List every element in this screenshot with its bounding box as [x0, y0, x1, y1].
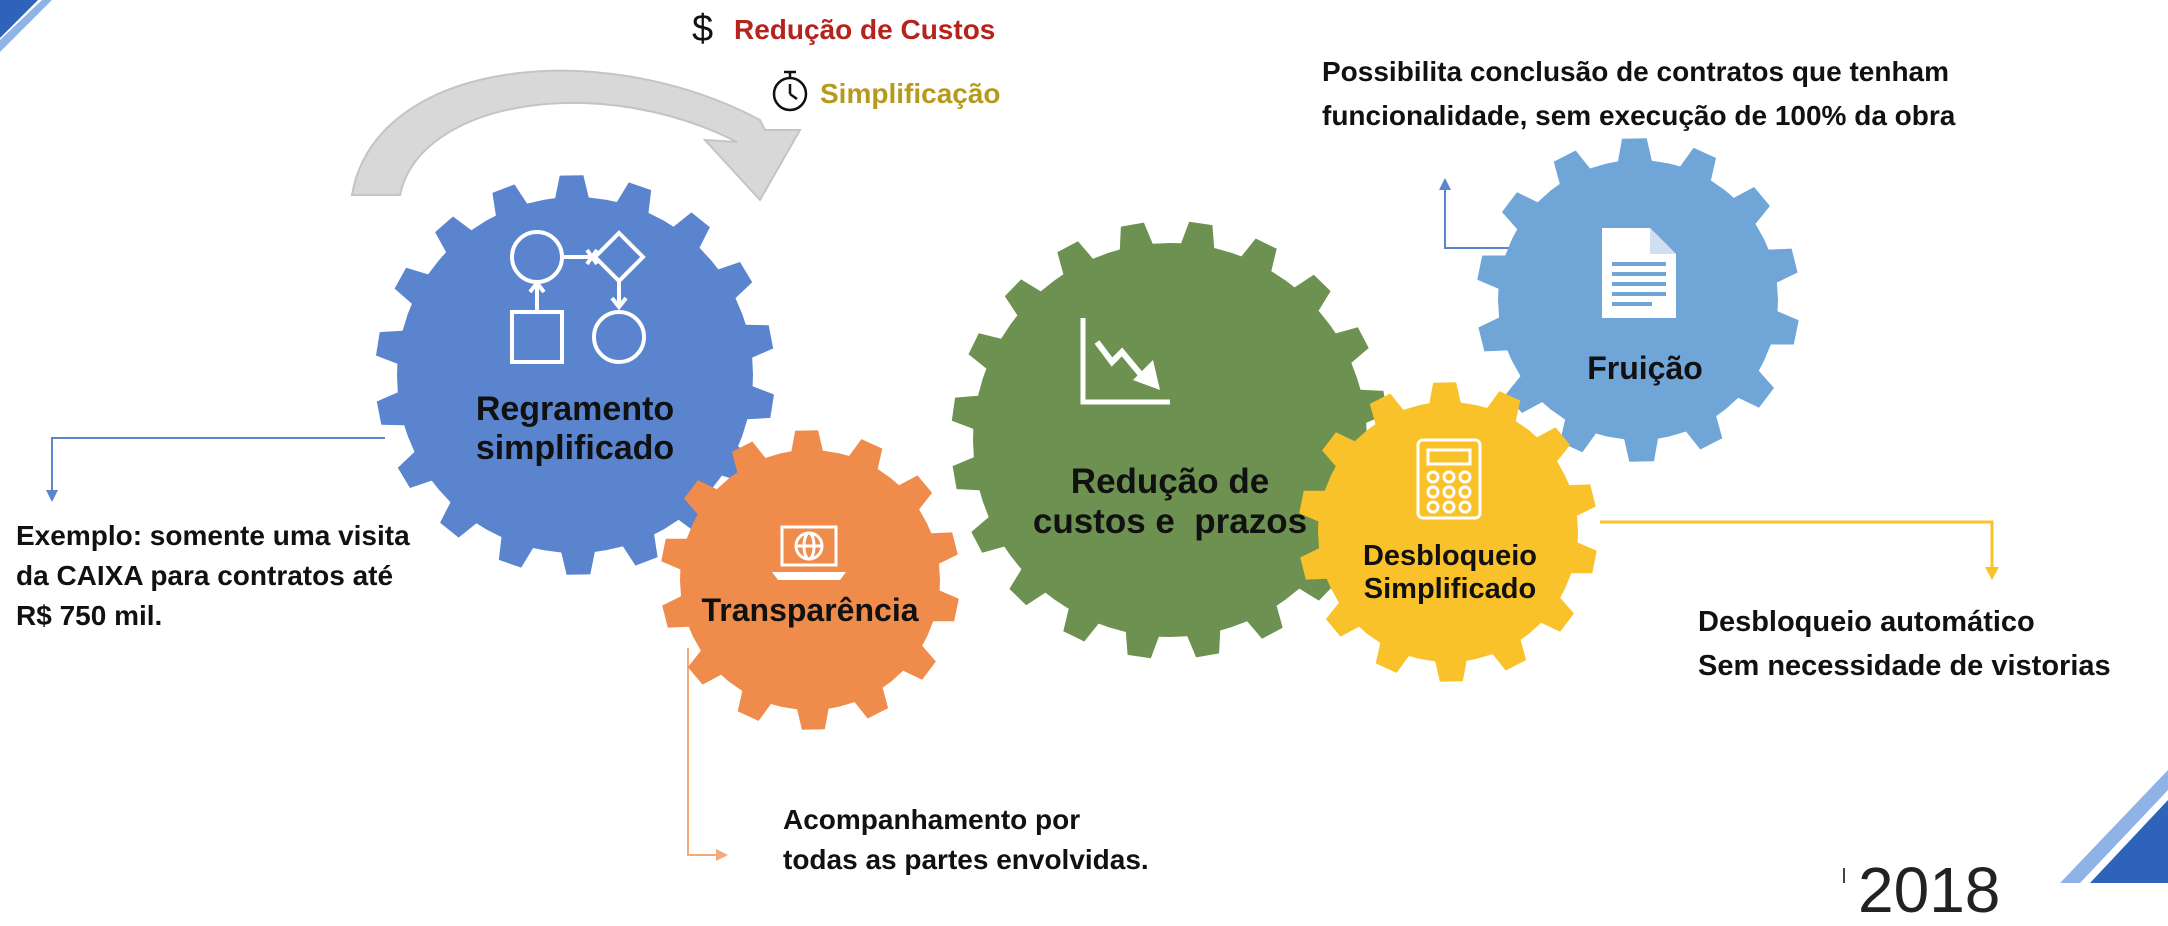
gear-label-line: Redução de	[1070, 462, 1270, 501]
gear-label-transparencia: Transparência	[680, 592, 940, 629]
connector-regramento	[46, 437, 385, 502]
footer-divider	[1843, 868, 1845, 883]
annotation-line: funcionalidade, sem execução de 100% da …	[1322, 100, 1956, 131]
badge-reducao-custos: Redução de Custos	[734, 14, 996, 45]
laptop-globe-icon	[772, 525, 846, 580]
corner-decoration-bottom-right	[2090, 800, 2168, 883]
process-flow-icon	[510, 230, 646, 364]
annotation-line: Possibilita conclusão de contratos que t…	[1322, 56, 1950, 87]
curved-arrow-icon	[350, 69, 802, 202]
corner-decoration-bottom-right-inner	[2060, 770, 2168, 883]
gear-label-desbloqueio: Desbloqueio Simplificado	[1335, 540, 1565, 607]
gear-label-line: simplificado	[475, 429, 675, 468]
gear-label-line: Fruição	[1587, 350, 1703, 386]
gear-green-shape	[951, 221, 1389, 659]
annotation-transparencia: Acompanhamento por todas as partes envol…	[783, 800, 1149, 880]
annotation-regramento: Exemplo: somente uma visita da CAIXA par…	[16, 516, 410, 636]
gear-label-line: Simplificado	[1363, 573, 1537, 606]
connector-desbloqueio	[1600, 520, 1999, 580]
gear-label-regramento: Regramento simplificado	[425, 390, 725, 468]
annotation-line: R$ 750 mil.	[16, 600, 163, 631]
gear-label-line: Transparência	[701, 592, 919, 628]
gear-label-reducao: Redução de custos e prazos	[1010, 462, 1330, 543]
annotation-line: Acompanhamento por	[783, 804, 1081, 835]
stopwatch-icon	[772, 70, 808, 112]
document-icon	[1602, 228, 1676, 318]
badge-simplificacao: Simplificação	[820, 78, 1001, 109]
gear-yellow-shape	[1299, 382, 1597, 682]
diagram-graphics	[0, 0, 2168, 883]
gear-label-line: custos e prazos	[1032, 502, 1308, 542]
footer-year-text: 2018	[1858, 854, 2001, 926]
gear-desbloqueio	[1299, 382, 1597, 682]
annotation-line: da CAIXA para contratos até	[16, 560, 394, 591]
annotation-desbloqueio: Desbloqueio automático Sem necessidade d…	[1698, 600, 2111, 688]
gear-label-line: Regramento	[475, 390, 675, 428]
annotation-line: todas as partes envolvidas.	[783, 844, 1149, 875]
declining-chart-icon	[1080, 318, 1170, 405]
gear-regramento	[376, 175, 774, 575]
annotation-line: Sem necessidade de vistorias	[1698, 650, 2111, 682]
footer-year: 2018	[1858, 858, 2000, 922]
annotation-line: Desbloqueio automático	[1698, 606, 2035, 638]
annotation-line: Exemplo: somente uma visita	[16, 520, 410, 551]
connector-transparencia	[687, 648, 728, 861]
corner-decoration-top-left-inner	[0, 0, 52, 52]
gear-label-fruicao: Fruição	[1545, 350, 1745, 387]
corner-decoration-top-left	[0, 0, 38, 38]
annotation-fruicao: Possibilita conclusão de contratos que t…	[1322, 50, 1955, 138]
gear-label-line: Desbloqueio	[1362, 540, 1537, 572]
connector-fruicao	[1439, 178, 1510, 249]
gear-blue-shape	[376, 175, 774, 575]
calculator-icon	[1416, 438, 1482, 520]
dollar-icon: $	[692, 8, 714, 50]
gear-reducao	[951, 221, 1389, 659]
